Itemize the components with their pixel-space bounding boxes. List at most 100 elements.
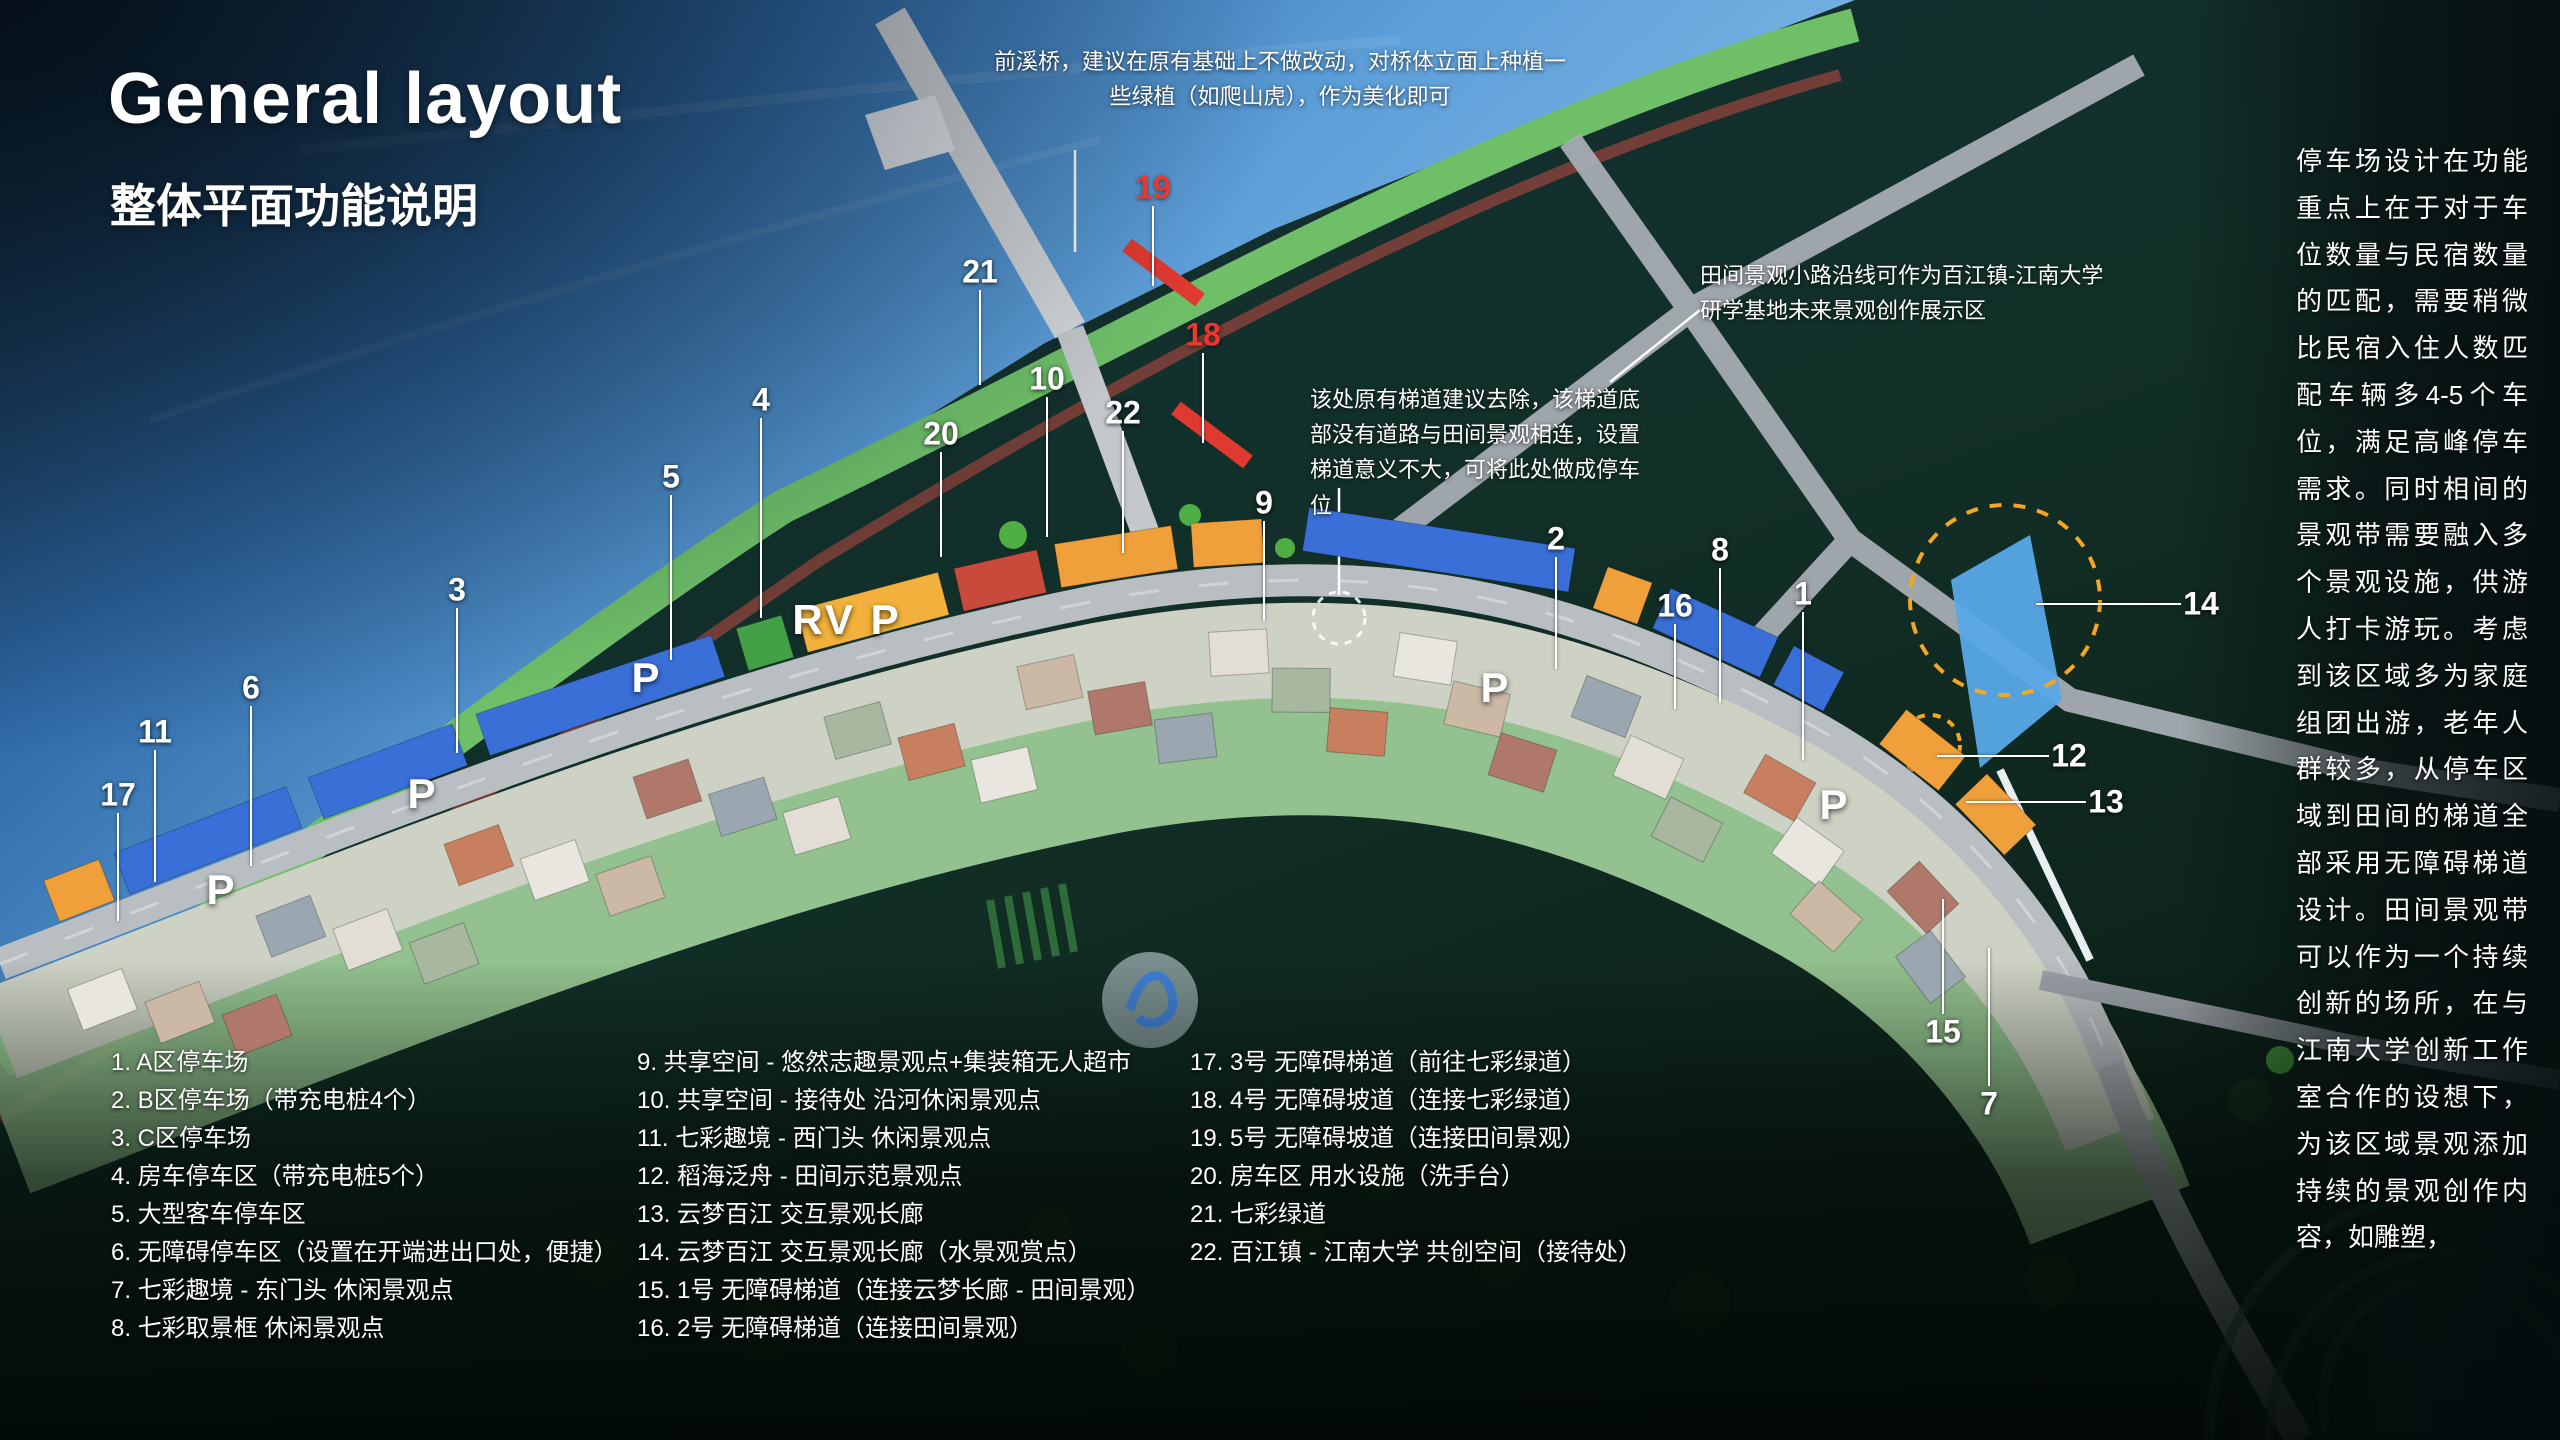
parking-strip-rv	[475, 634, 726, 757]
green-wall-panels	[986, 883, 1078, 969]
legend-item: 11. 七彩趣境 - 西门头 休闲景观点	[637, 1125, 992, 1152]
legend-item: 10. 共享空间 - 接待处 沿河休闲景观点	[637, 1087, 1042, 1114]
sidebar-note: 停车场设计在功能重点上在于对于车位数量与民宿数量的匹配，需要稍微比民宿入住人数匹…	[2296, 146, 2528, 1253]
map-marker-19: 19	[1135, 169, 1171, 206]
parking-label: P	[407, 770, 439, 817]
marker-leader-line-1	[1802, 612, 1804, 760]
parking-label: P	[631, 654, 663, 701]
highlight-circle-large	[1908, 503, 2102, 697]
map-marker-13: 13	[2088, 783, 2124, 820]
house	[1271, 667, 1331, 713]
marker-leader-line-21	[979, 290, 981, 385]
legend-item: 6. 无障碍停车区（设置在开端进出口处，便捷）	[111, 1239, 618, 1266]
parking-label: P	[1819, 781, 1851, 828]
map-marker-14: 14	[2183, 585, 2219, 622]
title-shade	[0, 0, 1300, 760]
page-title: General layout	[108, 59, 623, 139]
marker-leader-line-15	[1942, 899, 1944, 1014]
legend-item: 13. 云梦百江 交互景观长廊	[637, 1201, 924, 1228]
house	[1894, 929, 1967, 1005]
house	[1326, 707, 1389, 757]
marker-leader-line-13	[1966, 801, 2086, 803]
parking-label: P	[1480, 664, 1512, 711]
sidebar-shade	[2180, 0, 2560, 1440]
map-marker-5: 5	[662, 458, 680, 495]
marker-leader-line-19	[1152, 206, 1154, 286]
map-marker-7: 7	[1980, 1085, 1998, 1122]
marker-leader-line-18	[1202, 353, 1204, 443]
marker-leader-line-22	[1122, 431, 1124, 553]
parking-strip	[1651, 587, 1779, 679]
house	[632, 758, 703, 820]
marker-leader-line-3	[456, 608, 458, 753]
map-marker-6: 6	[242, 669, 260, 706]
marker-leader-line-20	[940, 452, 942, 557]
marker-leader-line-14	[2036, 603, 2181, 605]
house	[1016, 653, 1084, 711]
house	[823, 700, 893, 761]
building-co-creation-space	[953, 549, 1048, 612]
house	[1487, 732, 1558, 793]
house	[1086, 680, 1153, 736]
legend-shade	[0, 960, 2560, 1440]
marker-leader-line-7	[1988, 948, 1990, 1086]
legend-column-3: 17. 3号 无障碍梯道（前往七彩绿道）18. 4号 无障碍坡道（连接七彩绿道）…	[1190, 1048, 1642, 1276]
legend-item: 20. 房车区 用水设施（洗手台）	[1190, 1163, 1525, 1190]
parking-strip	[113, 785, 303, 895]
parking-strip	[1301, 506, 1576, 593]
map-marker-20: 20	[923, 415, 959, 452]
marker-leader-line-5	[670, 495, 672, 660]
map-marker-17: 17	[100, 776, 136, 813]
zone-viewpoint	[1954, 773, 2037, 856]
house	[144, 980, 216, 1044]
house	[1612, 734, 1685, 800]
main-street	[0, 564, 2126, 1071]
house	[332, 907, 404, 972]
map-marker-11: 11	[138, 713, 172, 750]
zone-shared-space	[795, 571, 950, 654]
map-marker-1: 1	[1794, 575, 1812, 612]
house	[1570, 674, 1642, 739]
marker-leader-line-8	[1719, 568, 1721, 703]
highlight-circle-stair	[1311, 590, 1367, 646]
marker-leader-line-12	[1937, 755, 2049, 757]
legend-item: 16. 2号 无障碍梯道（连接田间景观）	[637, 1315, 1034, 1342]
legend-item: 12. 稻海泛舟 - 田间示范景观点	[637, 1163, 963, 1190]
house	[970, 746, 1039, 804]
zone-accessible-parking	[42, 858, 116, 923]
house	[1207, 628, 1270, 677]
map-marker-18: 18	[1185, 316, 1221, 353]
marker-leader-line-17	[117, 813, 119, 921]
water-facility	[735, 614, 795, 672]
water-feature	[1951, 535, 2062, 768]
callout-bridge-note: 前溪桥，建议在原有基础上不做改动，对桥体立面上种植一些绿植（如爬山虎），作为美化…	[993, 49, 1566, 110]
marker-leader-line-16	[1674, 624, 1676, 709]
parking-strip	[1772, 645, 1845, 712]
map-marker-3: 3	[448, 571, 466, 608]
house	[707, 776, 778, 838]
marker-leader-line-6	[250, 706, 252, 866]
legend-item: 15. 1号 无障碍梯道（连接云梦长廊 - 田间景观）	[637, 1277, 1151, 1304]
legend-item: 14. 云梦百江 交互景观长廊（水景观赏点）	[637, 1239, 1092, 1266]
house	[443, 823, 515, 887]
map-marker-2: 2	[1547, 520, 1565, 557]
zone-stair	[1878, 708, 1967, 792]
parking-strip	[307, 723, 469, 820]
map-marker-4: 4	[752, 381, 770, 418]
title-block: General layout 整体平面功能说明	[108, 58, 622, 236]
house	[595, 855, 666, 917]
house	[1742, 753, 1817, 822]
map-marker-10: 10	[1029, 360, 1065, 397]
legend-item: 22. 百江镇 - 江南大学 共创空间（接待处）	[1190, 1239, 1643, 1266]
house	[1789, 880, 1864, 953]
legend-item: 19. 5号 无障碍坡道（连接田间景观）	[1190, 1125, 1587, 1152]
zone-viewpoint	[1190, 518, 1265, 568]
house	[1392, 632, 1458, 686]
page-subtitle: 整体平面功能说明	[110, 180, 478, 232]
map-marker-8: 8	[1711, 531, 1729, 568]
legend-item: 5. 大型客车停车区	[111, 1201, 306, 1228]
map-marker-9: 9	[1255, 484, 1273, 521]
highlight-circle-small	[1898, 713, 1962, 777]
